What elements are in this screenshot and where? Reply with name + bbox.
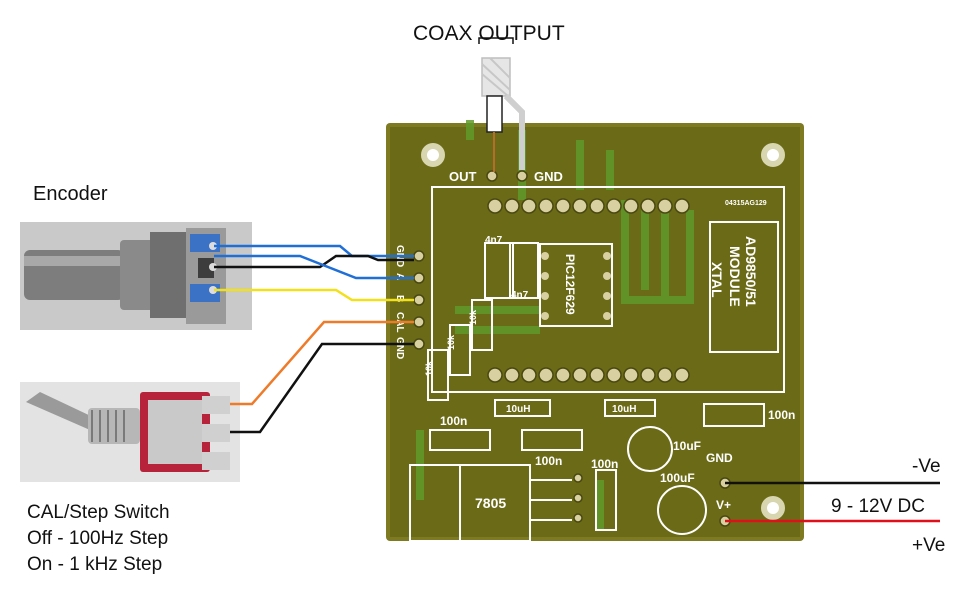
pic-chip-label: PIC12F629 [563, 254, 577, 315]
cap-100n-3: 100n [591, 457, 618, 471]
supply-vplus-pad: V+ [716, 498, 731, 512]
voltage-label: 9 - 12V DC [831, 496, 925, 517]
cap-4n7-top: 4n7 [485, 235, 503, 246]
cap-10uf: 10uF [673, 439, 701, 453]
switch-caption-on: On - 1 kHz Step [27, 554, 163, 575]
pad-gnd-label: GND [534, 169, 563, 184]
switch-caption-title: CAL/Step Switch [27, 502, 170, 523]
wire-black-1 [214, 254, 414, 269]
board-serial: 04315AG129 [725, 200, 767, 207]
pin-b: B [394, 295, 405, 302]
wire-yellow [214, 288, 414, 302]
module-label-1: AD9850/51 [743, 236, 759, 307]
inductor-1: 10uH [506, 404, 530, 415]
wire-blue-2 [214, 254, 414, 280]
positive-label: +Ve [912, 535, 946, 556]
wire-black-2 [230, 342, 414, 434]
cap-100n-2: 100n [535, 454, 562, 468]
res-10k-3: 10k [468, 309, 478, 325]
inductor-2: 10uH [612, 404, 636, 415]
coax-output-label: COAX OUTPUT [413, 22, 565, 45]
wire-orange [230, 320, 414, 406]
pin-gnd-bottom: GND [394, 337, 405, 359]
rotary-encoder-photo [20, 222, 252, 330]
switch-caption: CAL/Step Switch Off - 100Hz Step On - 1 … [27, 500, 170, 578]
module-label-2: MODULE [727, 246, 743, 307]
pcb-board [386, 120, 804, 542]
cap-100uf: 100uF [660, 471, 695, 485]
negative-label: -Ve [912, 456, 941, 477]
switch-caption-off: Off - 100Hz Step [27, 528, 169, 549]
encoder-label: Encoder [33, 183, 108, 205]
wire-blue-1 [214, 244, 414, 258]
pin-a: A [394, 273, 405, 280]
cap-100n-4: 100n [768, 408, 795, 422]
toggle-switch-photo [20, 382, 240, 482]
pad-out-label: OUT [449, 169, 477, 184]
xtal-label: XTAL [709, 262, 725, 298]
cap-100n-1: 100n [440, 414, 467, 428]
regulator-label: 7805 [475, 495, 506, 511]
res-10k-2: 10k [446, 334, 456, 350]
cap-4n7-bottom: 4n7 [511, 290, 529, 301]
supply-gnd-pad: GND [706, 451, 733, 465]
res-10k-1: 10k [424, 360, 434, 376]
coax-cable-drawing [478, 37, 525, 172]
